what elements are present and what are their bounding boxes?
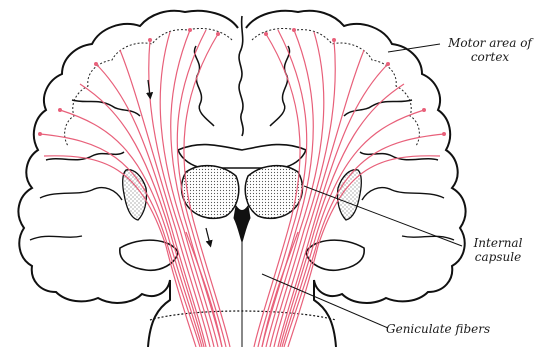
internal-capsule-label: Internal capsule bbox=[462, 236, 534, 264]
cortex-inner-boundary-right bbox=[252, 28, 419, 146]
third-ventricle bbox=[234, 206, 250, 242]
geniculate-fibers-label: Geniculate fibers bbox=[386, 322, 506, 336]
internal-capsule-label-line2: capsule bbox=[462, 250, 534, 264]
brainstem-outline bbox=[150, 311, 336, 320]
corpus-callosum bbox=[178, 145, 306, 168]
temporal-fold-right bbox=[362, 188, 454, 240]
gyrus-right-1 bbox=[270, 46, 290, 126]
temporal-lobe-right bbox=[306, 240, 364, 270]
internal-capsule-label-line1: Internal bbox=[462, 236, 534, 250]
gyrus-left-1 bbox=[194, 46, 214, 126]
longitudinal-fissure bbox=[239, 16, 243, 136]
temporal-lobe-left bbox=[120, 240, 178, 270]
thalamus-left bbox=[182, 166, 239, 219]
leader-internal-capsule bbox=[304, 186, 462, 246]
direction-arrow-lower bbox=[206, 228, 210, 244]
temporal-fold-left bbox=[30, 188, 122, 240]
motor-area-label: Motor area of cortex bbox=[438, 36, 542, 64]
motor-area-label-line1: Motor area of bbox=[438, 36, 542, 50]
gyrus-left-2 bbox=[72, 100, 140, 116]
thalamus-right bbox=[245, 166, 302, 219]
gyrus-right-2 bbox=[344, 100, 412, 116]
motor-area-label-line2: cortex bbox=[438, 50, 542, 64]
